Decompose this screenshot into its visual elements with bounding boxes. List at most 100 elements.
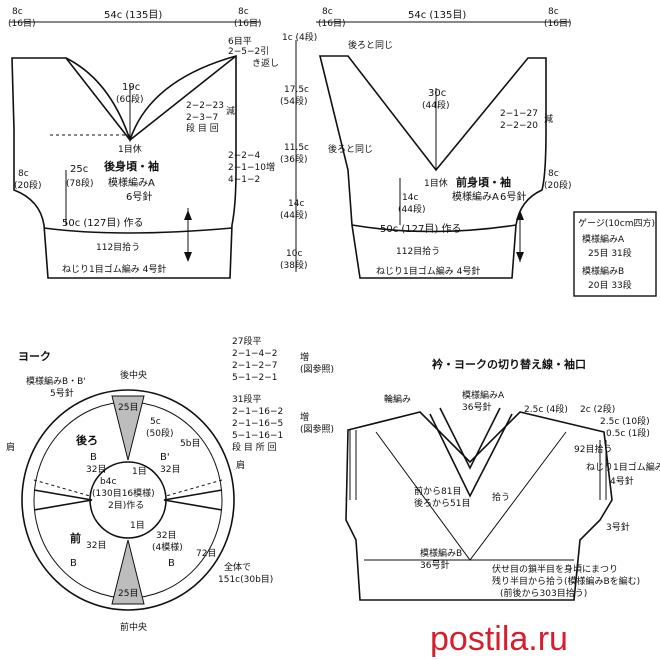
yoke-all: 全体で: [224, 561, 251, 573]
yoke-inc-b-note: (図参照): [300, 423, 334, 435]
assembly-pattern-b: 模様編みB: [420, 547, 462, 559]
front-piece: 8c (16目) 54c (135目) 8c (16目) 後ろと同じ 後ろと同じ…: [316, 7, 571, 279]
front-pattern: 模様編みA: [452, 190, 499, 203]
yoke-heading: ヨーク: [18, 350, 51, 363]
mid-v2b: (54段): [280, 95, 307, 107]
mid-v3: 11.5c: [284, 143, 309, 153]
assembly-needle-a: 36号針: [462, 401, 491, 413]
back-hem-line: [43, 227, 233, 234]
back-pattern: 模様編みA: [108, 176, 155, 189]
front-side-rows: (20段): [544, 179, 571, 191]
mid-v5: 10c: [286, 249, 302, 259]
assembly-bind2: 残り半目から拾う(模様編みBを編む): [492, 575, 640, 587]
front-dec-label: 減: [544, 113, 553, 125]
front-left-corner: 8c: [322, 7, 333, 17]
yoke-shoulder-r: 肩: [236, 459, 245, 471]
yoke-pattern: 模様編みB・B': [26, 375, 86, 387]
yoke-inc-a-header: 27段平: [232, 335, 261, 347]
yoke-inc-b2: 2−1−16−5: [232, 419, 283, 429]
back-v-depth: 19c: [122, 82, 140, 93]
assembly-cuff2: 2.5c (10段): [600, 415, 650, 427]
yoke-shoulder-l: 肩: [6, 441, 15, 453]
assembly-cuff-pick: 92目拾う: [574, 443, 612, 455]
yoke-front-wedge: [111, 539, 145, 605]
yoke-b-prime: B': [160, 452, 170, 463]
back-pickup: 112目拾う: [96, 241, 140, 253]
yoke-inner-cm: b4c: [100, 477, 116, 487]
back-outline: [11, 54, 237, 279]
yoke-b1: B: [90, 452, 97, 463]
yoke-seg25f: 25目: [118, 588, 138, 599]
back-cast-on: 50c (127目) 作る: [62, 217, 143, 229]
front-center-st: 1目休: [424, 177, 448, 189]
yoke-inc-b1: 2−1−16−2: [232, 407, 283, 417]
assembly-cuff-rib: ねじり1目ゴム編み: [586, 461, 660, 473]
front-pickup: 112目拾う: [396, 245, 440, 257]
back-dec2: 2−3−7: [186, 113, 218, 123]
front-same-back-side: 後ろと同じ: [328, 143, 373, 155]
yoke-front-center: 前中央: [120, 621, 147, 633]
back-body-rows: (78段): [66, 177, 93, 189]
back-side-rows: (20段): [14, 179, 41, 191]
mid-v1: 1c (4段): [282, 31, 317, 43]
front-cast-on: 50c (127目) 作る: [380, 223, 461, 235]
gauge-box: ゲージ(10cm四方) 模様編みA 25目 31段 模様編みB 20目 33段: [573, 211, 657, 297]
front-bottom-side-rows: (44段): [398, 203, 425, 215]
yoke-all-sts: 151c(30b目): [218, 574, 273, 585]
back-needle: 6号針: [126, 190, 152, 203]
yoke-inner-sts: (130目16模様): [92, 487, 155, 499]
back-v-rows: (60段): [116, 93, 143, 105]
yoke-inc-a3: 5−1−2−1: [232, 373, 278, 383]
back-center-st: 1目休: [118, 143, 142, 155]
yoke-seg32c: 32目: [86, 540, 106, 551]
back-shoulder-flat: 6目平: [228, 36, 252, 47]
yoke-b3: B: [168, 558, 175, 569]
front-left-corner-sts: (16目): [318, 18, 345, 29]
back-left-corner-sts: (16目): [8, 18, 35, 29]
front-rib: ねじり1目ゴム編み 4号針: [376, 265, 480, 277]
front-right-corner: 8c: [548, 7, 559, 17]
yoke-needle: 5号針: [50, 387, 74, 399]
yoke-back-wedge: [111, 395, 145, 461]
yoke-inc-footer: 段 目 所 回: [232, 441, 277, 453]
mid-v4b: (44段): [280, 209, 307, 221]
yoke-inc-a2: 2−1−2−7: [232, 361, 278, 371]
front-side-cm: 8c: [548, 169, 559, 179]
back-inc-label: 増: [266, 161, 275, 173]
yoke-seg1b: 1目: [130, 520, 145, 531]
mid-v3b: (36段): [280, 153, 307, 165]
yoke-inner-note: 2目)作る: [108, 499, 144, 511]
yoke-seg1a: 1目: [132, 466, 147, 477]
yoke-front: 前: [70, 531, 81, 545]
assembly-cuff-needle: 4号針: [610, 475, 634, 487]
yoke-seg32d: 32目: [156, 530, 176, 541]
yoke-seg32a: 32目: [86, 464, 106, 475]
middle-measures: 1c (4段) 17.5c (54段) 11.5c (36段) 14c (44段…: [280, 31, 317, 272]
gauge-title: ゲージ(10cm四方): [578, 217, 655, 229]
yoke-inc-b3: 5−1−16−1: [232, 431, 283, 441]
front-v-depth: 30c: [428, 88, 446, 99]
back-left-corner: 8c: [12, 7, 23, 17]
back-inc1: 2−2−4: [228, 151, 261, 161]
back-shoulder-note: き返し: [252, 57, 279, 69]
back-dec1: 2−2−23: [186, 101, 224, 111]
yoke-inc-a-note: (図参照): [300, 363, 334, 375]
assembly-collar-cm: 2.5c (4段): [524, 403, 568, 415]
back-dec-label: 減: [226, 105, 235, 117]
yoke-inc-b-label: 増: [300, 411, 309, 423]
back-inc2: 2−1−10: [228, 163, 266, 173]
back-top-width: 54c (135目): [104, 10, 162, 21]
yoke-inc-a1: 2−1−4−2: [232, 349, 278, 359]
front-hem-line: [351, 224, 517, 233]
assembly-pattern-a: 模様編みA: [462, 389, 505, 401]
front-dec1: 2−1−27: [500, 109, 538, 119]
mid-v5b: (38段): [280, 259, 307, 271]
gauge-b-vals: 20目 33段: [588, 279, 632, 291]
yoke-seg72: 72目: [196, 548, 216, 559]
yoke-back: 後ろ: [76, 433, 98, 447]
yoke-seg50: (50段): [146, 427, 173, 439]
front-bottom-side: 14c: [402, 193, 418, 203]
yoke-seg32b: 32目: [160, 464, 180, 475]
front-right-corner-sts: (16目): [544, 18, 571, 29]
